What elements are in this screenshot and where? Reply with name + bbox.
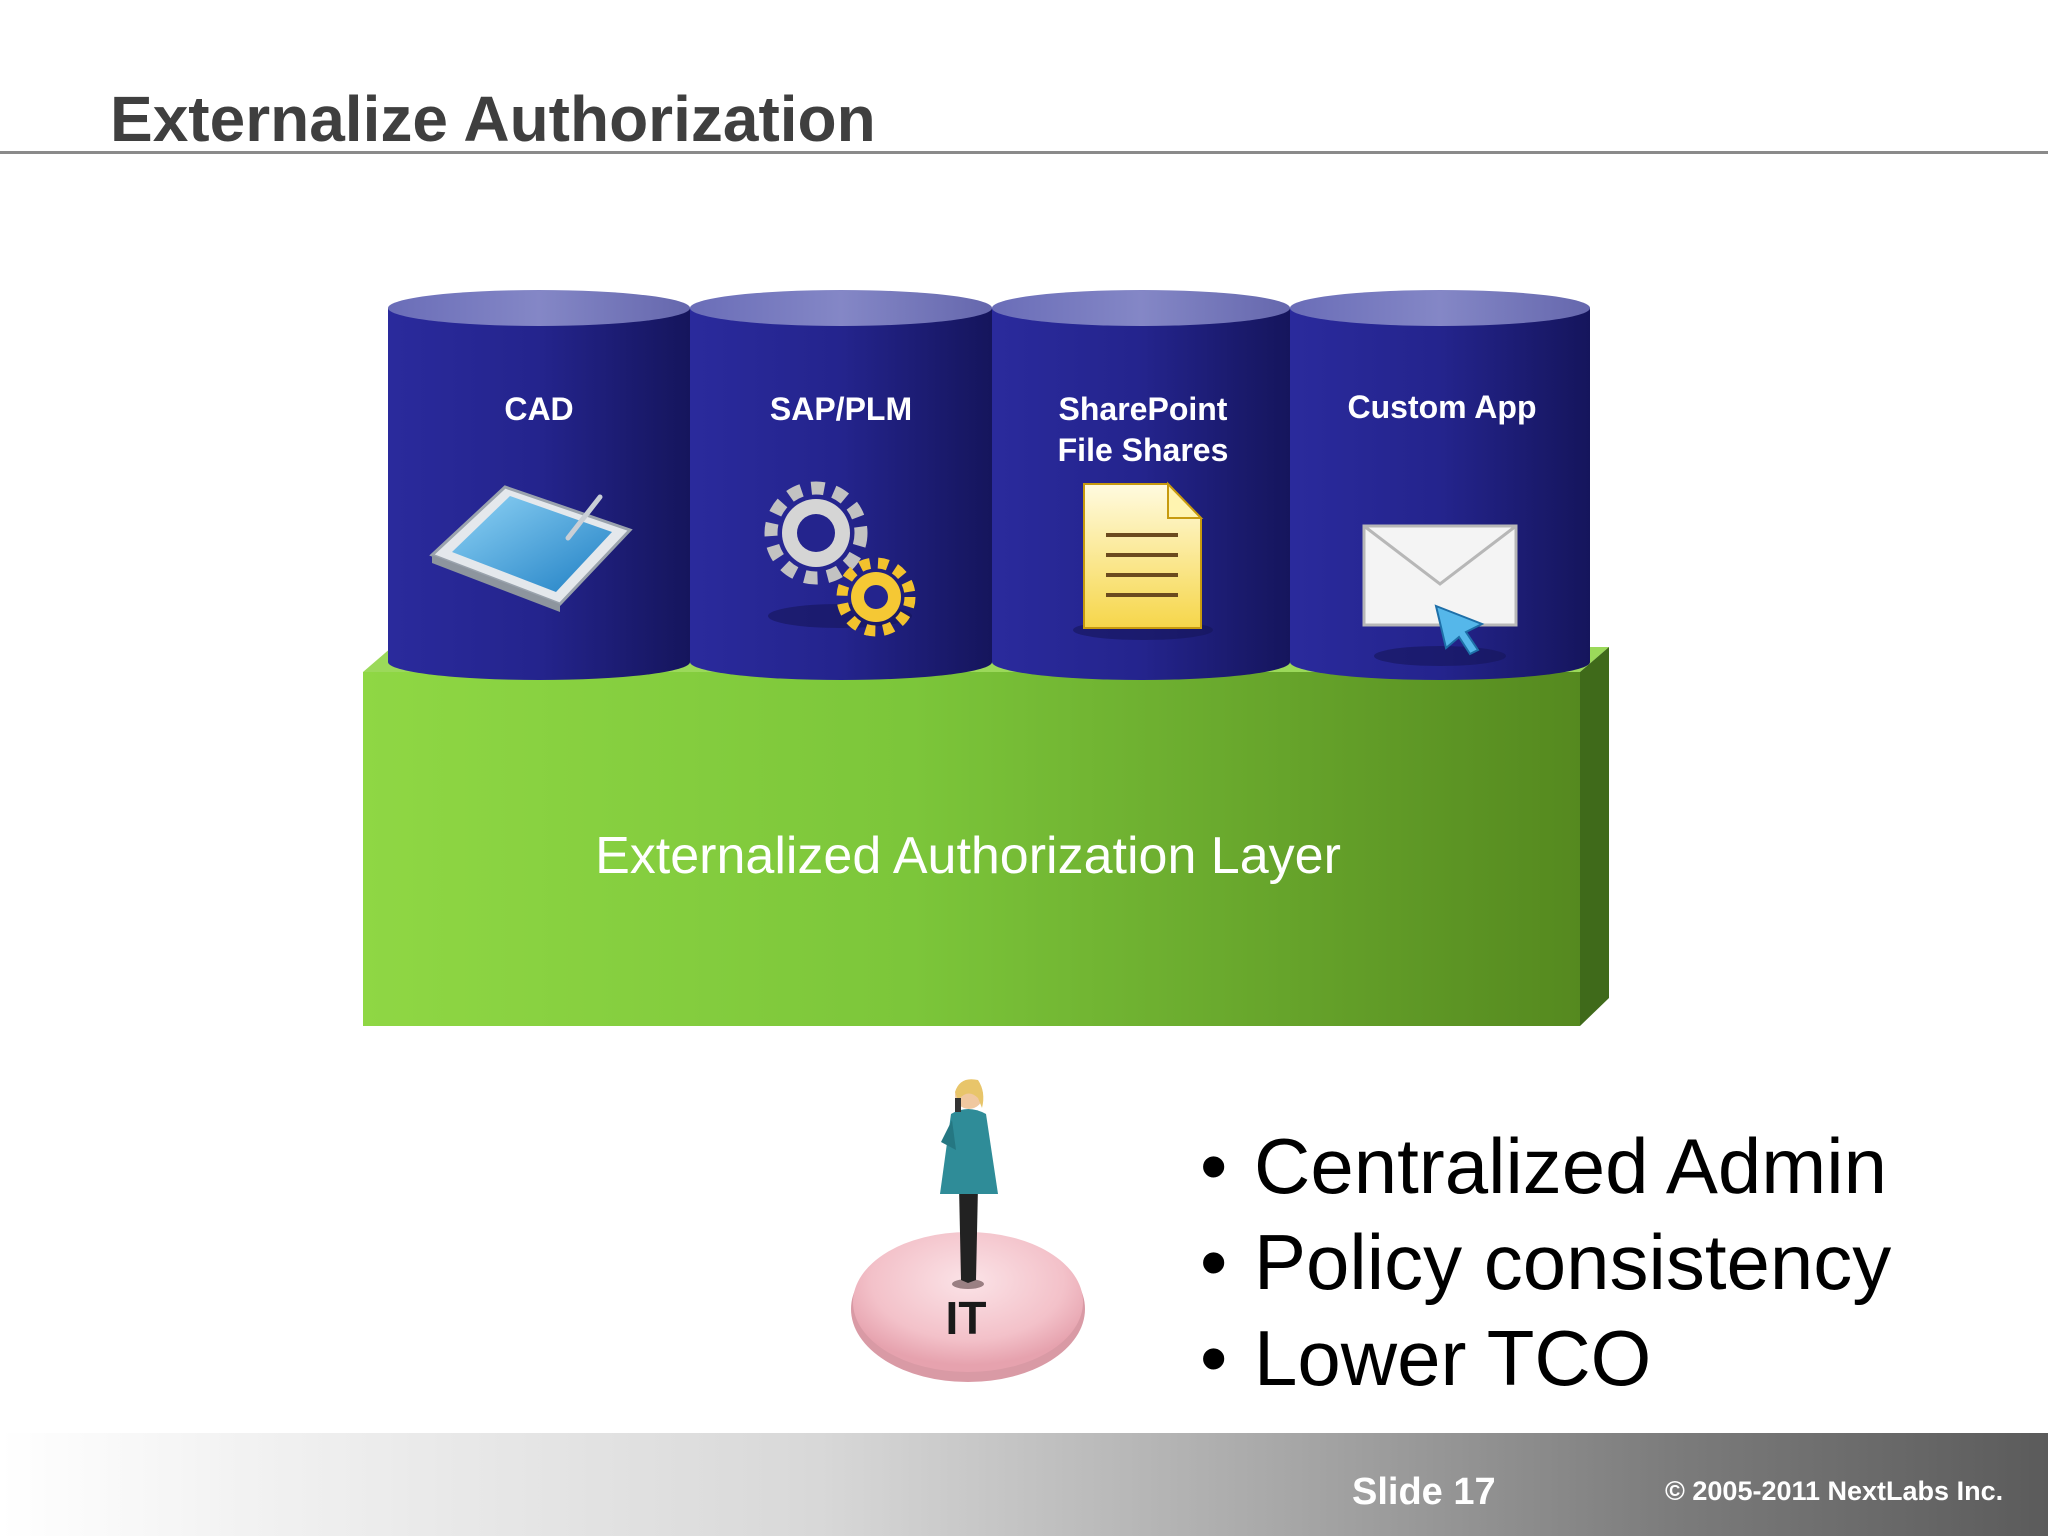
copyright-notice: © 2005-2011 NextLabs Inc.	[1665, 1476, 2004, 1506]
bullet-item: Centralized Admin	[1200, 1118, 1891, 1214]
bullet-item: Policy consistency	[1200, 1214, 1891, 1310]
authorization-layer-label: Externalized Authorization Layer	[595, 827, 1341, 885]
footer-bar	[0, 1433, 2048, 1536]
it-label: IT	[946, 1292, 987, 1344]
gears-icon	[764, 481, 916, 637]
document-icon	[1073, 481, 1213, 640]
slide-title: Externalize Authorization	[110, 83, 876, 155]
cylinder-cad	[388, 290, 690, 680]
bullet-item: Lower TCO	[1200, 1310, 1891, 1406]
tablet-icon	[429, 485, 633, 612]
cylinder-label-file-shares: File Shares	[1058, 432, 1229, 468]
it-pedestal	[851, 1232, 1085, 1382]
cylinder-label-cad: CAD	[504, 391, 573, 427]
cylinder-label-sap-plm: SAP/PLM	[770, 391, 912, 427]
title-divider	[0, 151, 2048, 154]
cylinder-label-sharepoint: SharePoint	[1059, 391, 1228, 427]
envelope-cursor-icon	[1362, 524, 1518, 666]
cylinder-label-custom-app: Custom App	[1347, 389, 1536, 425]
benefits-list: Centralized Admin Policy consistency Low…	[1200, 1118, 1891, 1406]
slide-number: Slide 17	[1352, 1471, 1496, 1513]
person-on-phone-icon	[940, 1079, 998, 1289]
